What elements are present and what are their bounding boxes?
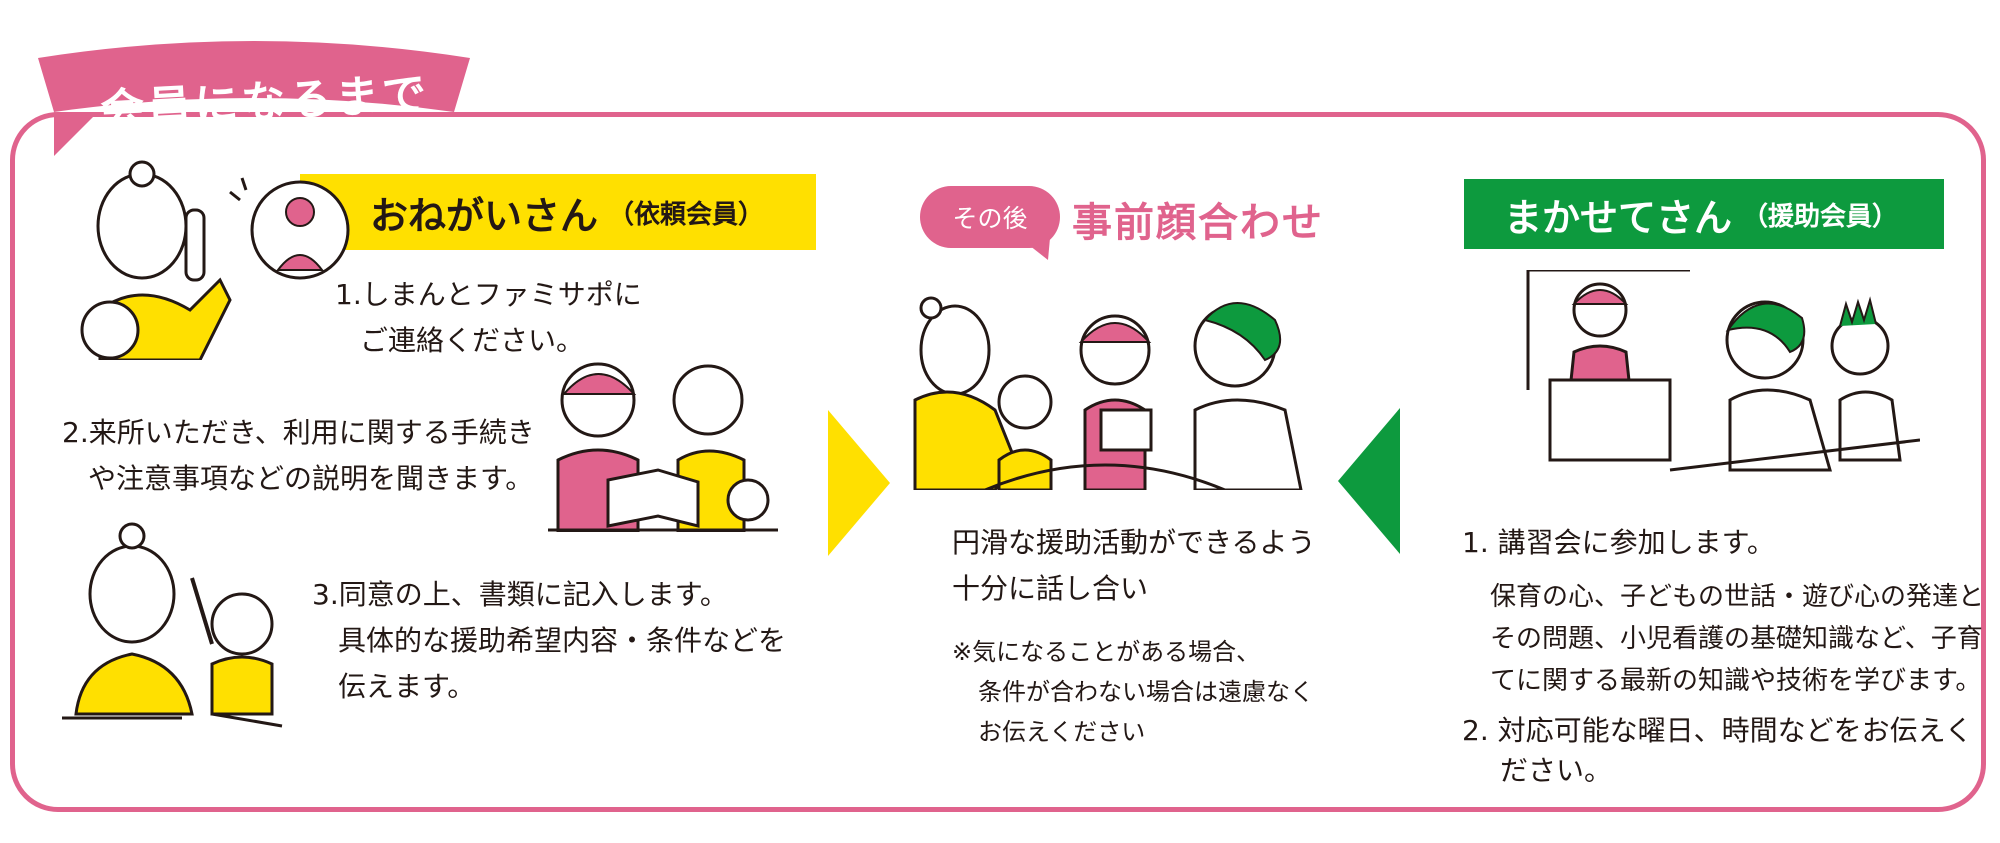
pre-meeting-note-line2: 条件が合わない場合は遠慮なく bbox=[978, 678, 1314, 706]
helper-header: まかせてさん （援助会員） bbox=[1464, 179, 1944, 249]
helper-step2-line1: 2. 対応可能な曜日、時間などをお伝えく bbox=[1462, 714, 1973, 747]
helper-step1: 1. 講習会に参加します。 bbox=[1462, 526, 1775, 559]
pre-meeting-note-line3: お伝えください bbox=[978, 718, 1146, 746]
pre-meeting-desc-line2: 十分に話し合い bbox=[952, 572, 1149, 605]
explanation-illustration bbox=[548, 362, 778, 532]
requester-step3-line3: 伝えます。 bbox=[338, 670, 476, 703]
requester-step2-line1: 2.来所いただき、利用に関する手続き bbox=[62, 416, 535, 449]
phone-call-illustration bbox=[80, 160, 350, 360]
section-ribbon bbox=[38, 41, 470, 156]
helper-title: まかせてさん bbox=[1504, 195, 1733, 240]
requester-step3-line2: 具体的な援助希望内容・条件などを bbox=[338, 624, 787, 657]
helper-step1-detail-line3: てに関する最新の知識や技術を学びます。 bbox=[1490, 666, 1982, 696]
pre-meeting-title: 事前顔合わせ bbox=[1072, 200, 1324, 246]
training-illustration bbox=[1526, 270, 1920, 472]
meeting-illustration bbox=[913, 296, 1303, 490]
content-frame bbox=[10, 112, 1986, 812]
requester-subtitle: （依頼会員） bbox=[608, 199, 765, 230]
after-bubble: その後 bbox=[920, 186, 1060, 248]
bubble-tail bbox=[1020, 238, 1050, 260]
requester-header: おねがいさん （依頼会員） bbox=[300, 174, 816, 250]
writing-illustration bbox=[62, 522, 283, 728]
helper-step2-line2: ださい。 bbox=[1500, 754, 1613, 787]
requester-step1-line1: 1.しまんとファミサポに bbox=[335, 278, 642, 311]
requester-step2-line2: や注意事項などの説明を聞きます。 bbox=[88, 462, 534, 495]
helper-subtitle: （援助会員） bbox=[1742, 201, 1899, 232]
requester-step3-line1: 3.同意の上、書類に記入します。 bbox=[312, 578, 728, 611]
pre-meeting-desc-line1: 円滑な援助活動ができるよう bbox=[952, 526, 1316, 559]
requester-step1-line2: ご連絡ください。 bbox=[360, 324, 585, 357]
requester-title: おねがいさん bbox=[370, 193, 599, 238]
arrow-right-icon bbox=[828, 410, 890, 556]
arrow-left-icon bbox=[1338, 408, 1400, 554]
pre-meeting-note-line1: ※気になることがある場合、 bbox=[952, 638, 1261, 666]
helper-step1-detail-line2: その問題、小児看護の基礎知識など、子育 bbox=[1490, 624, 1983, 654]
helper-step1-detail-line1: 保育の心、子どもの世話・遊び心の発達と bbox=[1490, 582, 1985, 612]
